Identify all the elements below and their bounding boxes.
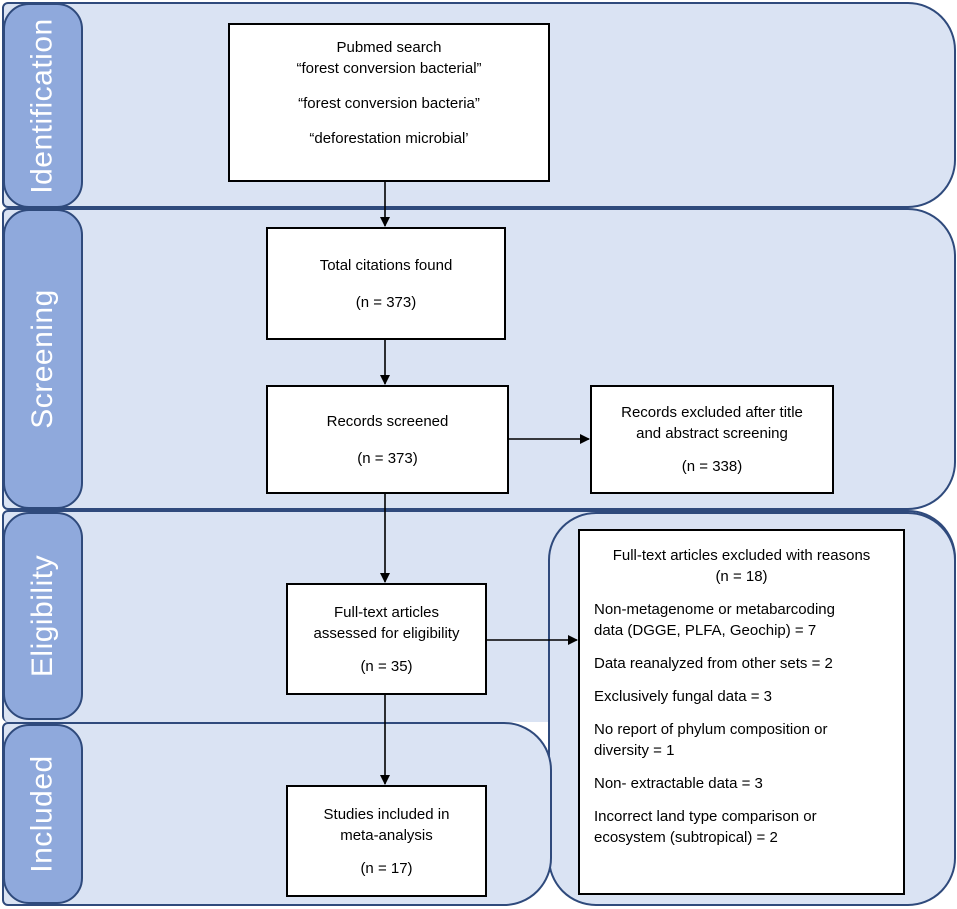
records-excluded-count: (n = 338) bbox=[681, 458, 743, 475]
records-excluded-label-2: and abstract screening bbox=[636, 425, 788, 442]
reason-item: No report of phylum composition or diver… bbox=[594, 719, 889, 761]
search-query-1: “forest conversion bacterial” bbox=[296, 60, 482, 77]
fulltext-assessed-label-2: assessed for eligibility bbox=[313, 624, 460, 642]
reason-text: Exclusively fungal data = 3 bbox=[594, 688, 773, 705]
studies-included-count: (n = 17) bbox=[360, 859, 413, 877]
total-citations-label: Total citations found bbox=[319, 256, 453, 274]
records-screened-count: (n = 373) bbox=[357, 449, 418, 467]
studies-included-label-2: meta-analysis bbox=[340, 826, 433, 844]
reason-text: diversity = 1 bbox=[594, 742, 675, 759]
total-citations-count: (n = 373) bbox=[355, 293, 417, 311]
identification-stage-tab: Identification bbox=[3, 3, 83, 208]
reason-text: Incorrect land type comparison or bbox=[594, 808, 817, 825]
total-citations-box: Total citations found (n = 373) bbox=[266, 227, 506, 340]
fulltext-excluded-box: Full-text articles excluded with reasons… bbox=[578, 529, 905, 895]
studies-included-box: Studies included in meta-analysis (n = 1… bbox=[286, 785, 487, 897]
reason-text: data (DGGE, PLFA, Geochip) = 7 bbox=[594, 622, 817, 639]
reason-item: Data reanalyzed from other sets = 2 bbox=[594, 653, 889, 674]
search-query-3: “deforestation microbial’ bbox=[309, 130, 469, 147]
fulltext-assessed-count: (n = 35) bbox=[360, 657, 413, 675]
reason-item: Exclusively fungal data = 3 bbox=[594, 686, 889, 707]
reason-text: Non- extractable data = 3 bbox=[594, 775, 763, 792]
reason-item: Incorrect land type comparison or ecosys… bbox=[594, 806, 889, 848]
reason-text: No report of phylum composition or bbox=[594, 721, 828, 738]
records-screened-box: Records screened (n = 373) bbox=[266, 385, 509, 494]
reason-text: Non-metagenome or metabarcoding bbox=[594, 601, 835, 618]
fulltext-excluded-count: (n = 18) bbox=[715, 568, 768, 585]
screening-stage-tab: Screening bbox=[3, 209, 83, 509]
reason-item: Non-metagenome or metabarcoding data (DG… bbox=[594, 599, 889, 641]
search-query-2: “forest conversion bacteria” bbox=[298, 95, 480, 112]
search-title: Pubmed search bbox=[336, 39, 442, 56]
fulltext-assessed-label-1: Full-text articles bbox=[333, 603, 440, 621]
reason-text: ecosystem (subtropical) = 2 bbox=[594, 829, 778, 846]
records-excluded-box: Records excluded after title and abstrac… bbox=[590, 385, 834, 494]
records-excluded-label-1: Records excluded after title bbox=[621, 404, 803, 421]
reason-text: Data reanalyzed from other sets = 2 bbox=[594, 655, 833, 672]
studies-included-label-1: Studies included in bbox=[323, 805, 450, 823]
eligibility-stage-tab: Eligibility bbox=[3, 512, 83, 720]
fulltext-excluded-title: Full-text articles excluded with reasons bbox=[612, 547, 871, 564]
search-box: Pubmed search “forest conversion bacteri… bbox=[228, 23, 550, 182]
included-stage-tab: Included bbox=[3, 724, 83, 904]
fulltext-assessed-box: Full-text articles assessed for eligibil… bbox=[286, 583, 487, 695]
records-screened-label: Records screened bbox=[326, 412, 449, 430]
reason-item: Non- extractable data = 3 bbox=[594, 773, 889, 794]
